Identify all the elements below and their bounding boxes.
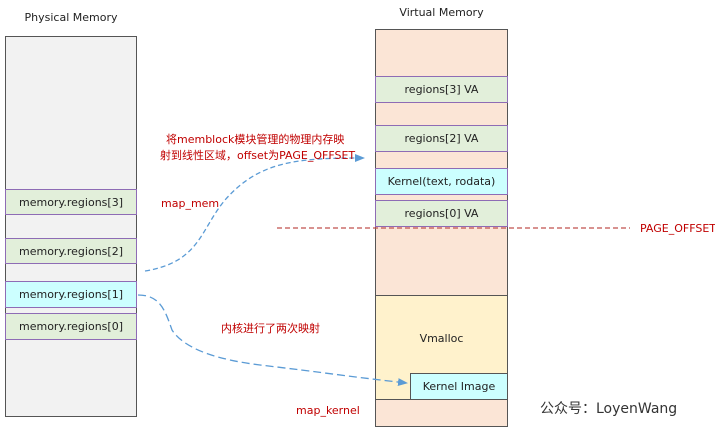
virtual-memory-title: Virtual Memory bbox=[399, 6, 484, 19]
virt-region-0-va: regions[0] VA bbox=[375, 200, 508, 227]
phys-region-1: memory.regions[1] bbox=[5, 281, 137, 308]
map-mem-label: map_mem bbox=[161, 197, 220, 210]
map-kernel-label: map_kernel bbox=[296, 404, 360, 417]
phys-region-3: memory.regions[3] bbox=[5, 189, 137, 215]
watermark: 公众号：LoyenWang bbox=[540, 401, 678, 417]
physical-memory-column bbox=[5, 36, 137, 417]
map-mem-arrow bbox=[144, 154, 365, 272]
linear-map-description-line1: 将memblock模块管理的物理内存映 bbox=[166, 133, 345, 146]
linear-map-description-line2: 射到线性区域，offset为PAGE_OFFSET bbox=[160, 149, 356, 162]
physical-memory-title: Physical Memory bbox=[24, 11, 118, 24]
vmalloc-label: Vmalloc bbox=[419, 332, 464, 345]
two-mappings-label: 内核进行了两次映射 bbox=[221, 322, 320, 335]
kernel-image-block: Kernel Image bbox=[410, 373, 508, 400]
map-kernel-arrow bbox=[137, 294, 408, 387]
page-offset-label: PAGE_OFFSET bbox=[640, 222, 715, 235]
phys-region-2: memory.regions[2] bbox=[5, 238, 137, 264]
virt-kernel-text-rodata: Kernel(text, rodata) bbox=[375, 168, 508, 195]
virt-region-3-va: regions[3] VA bbox=[375, 76, 508, 103]
virt-region-2-va: regions[2] VA bbox=[375, 125, 508, 152]
phys-region-0: memory.regions[0] bbox=[5, 313, 137, 340]
